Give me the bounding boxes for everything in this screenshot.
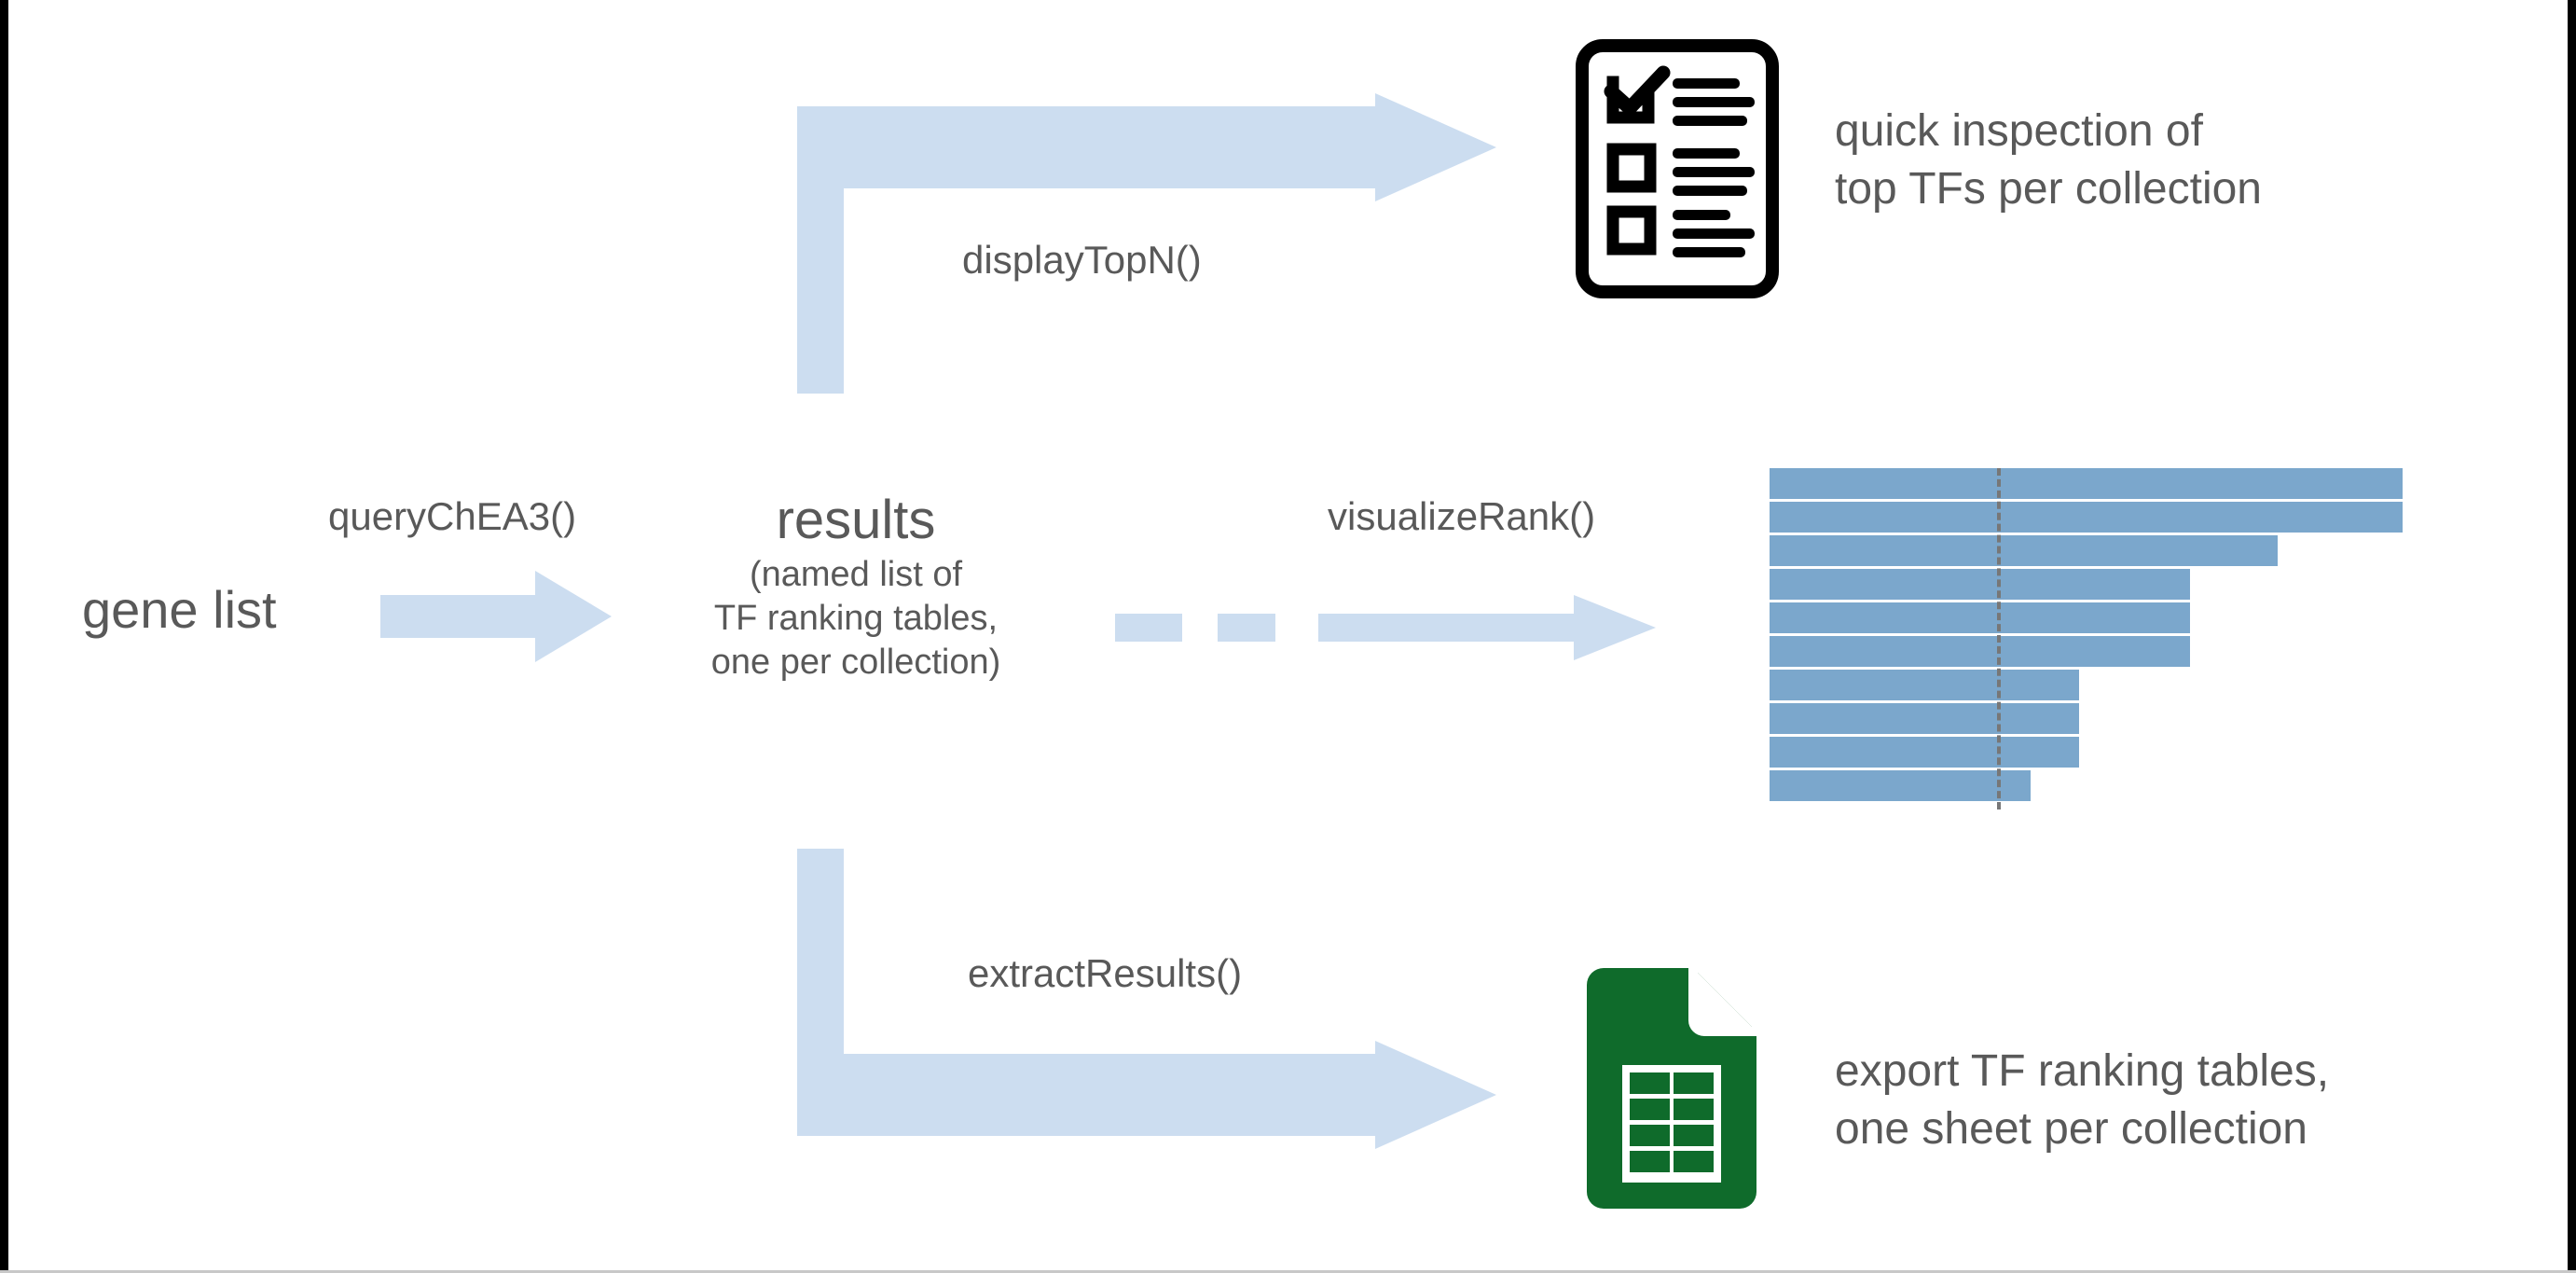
- bar-row: [1770, 770, 2422, 801]
- query-chea3-label: queryChEA3(): [328, 494, 577, 538]
- bar-row: [1770, 670, 2422, 700]
- reference-line: [1997, 468, 2001, 809]
- arrow-visualize-rank: [1115, 595, 1656, 660]
- bar-chart: [1770, 468, 2422, 809]
- spreadsheet-icon: [1587, 968, 1756, 1209]
- results-title: results: [776, 490, 936, 550]
- results-block: results (named list of TF ranking tables…: [643, 490, 1068, 685]
- display-topn-label: displayTopN(): [962, 238, 1202, 282]
- bar: [1770, 569, 2190, 600]
- results-subtitle: (named list of TF ranking tables, one pe…: [710, 554, 1001, 683]
- frame-left-border: [0, 0, 8, 1273]
- bar-row: [1770, 636, 2422, 667]
- arrow-extract-results: [797, 849, 1496, 1149]
- frame-right-border: [2568, 0, 2576, 1273]
- bar: [1770, 602, 2190, 633]
- bar-row: [1770, 569, 2422, 600]
- bar-row: [1770, 737, 2422, 768]
- bar: [1770, 737, 2079, 768]
- bar-row: [1770, 602, 2422, 633]
- checklist-icon: [1576, 39, 1779, 298]
- export-tables-caption: export TF ranking tables, one sheet per …: [1835, 1046, 2330, 1155]
- bar-row: [1770, 468, 2422, 499]
- bar: [1770, 636, 2190, 667]
- bar: [1770, 502, 2403, 533]
- bar: [1770, 703, 2079, 734]
- bar-row: [1770, 502, 2422, 533]
- bar-row: [1770, 703, 2422, 734]
- quick-inspection-caption: quick inspection of top TFs per collecti…: [1835, 106, 2262, 214]
- arrow-query-chea3: [380, 571, 612, 662]
- gene-list-label: gene list: [82, 580, 277, 639]
- bar: [1770, 535, 2278, 566]
- visualize-rank-label: visualizeRank(): [1328, 494, 1596, 538]
- frame-bottom-border: [0, 1270, 2576, 1273]
- bar: [1770, 468, 2403, 499]
- bar: [1770, 770, 2031, 801]
- arrow-display-topn: [797, 93, 1496, 394]
- extract-results-label: extractResults(): [968, 951, 1243, 995]
- bar-row: [1770, 535, 2422, 566]
- bar: [1770, 670, 2079, 700]
